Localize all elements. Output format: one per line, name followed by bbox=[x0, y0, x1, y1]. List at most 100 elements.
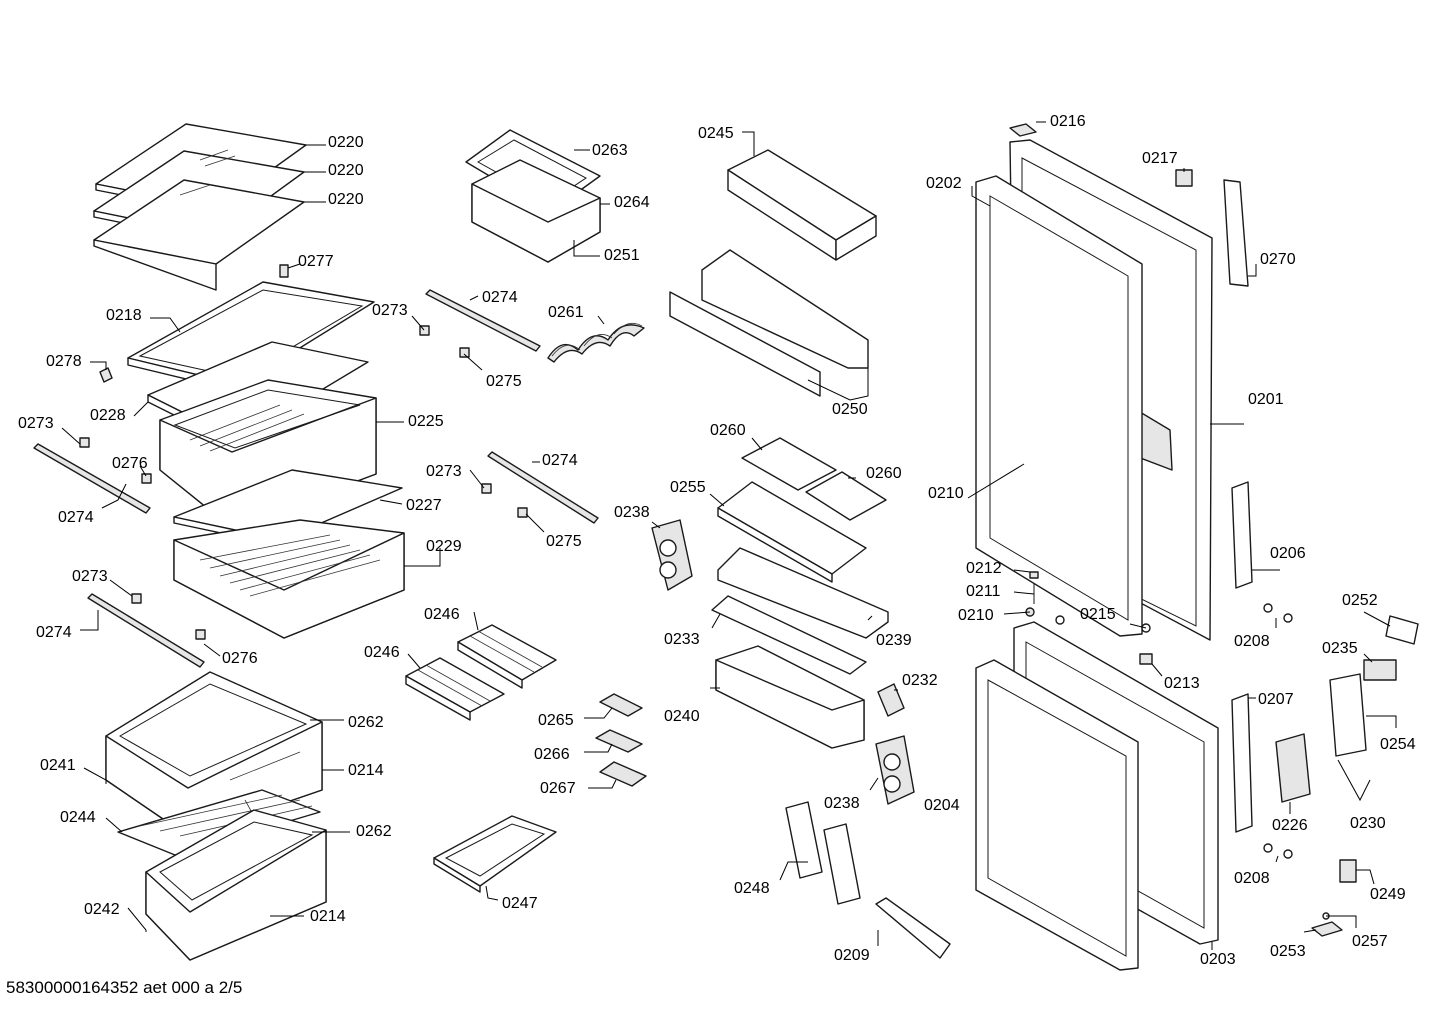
tray-0247 bbox=[433, 815, 557, 893]
rails-left bbox=[33, 437, 206, 668]
gasket-lower-0204 bbox=[975, 659, 1139, 971]
label-0240: 0240 bbox=[664, 708, 700, 725]
label-0228: 0228 bbox=[90, 407, 126, 424]
label-0211: 0211 bbox=[966, 583, 1001, 600]
label-0273: 0273 bbox=[372, 302, 408, 319]
label-0227: 0227 bbox=[406, 497, 442, 514]
leader-lines bbox=[61, 121, 1397, 950]
label-0262: 0262 bbox=[348, 714, 384, 731]
wire-basket-0244 bbox=[117, 789, 321, 856]
label-0275: 0275 bbox=[486, 373, 522, 390]
label-0257: 0257 bbox=[1352, 933, 1388, 950]
label-0263: 0263 bbox=[592, 142, 628, 159]
freezer-drawer-0214-bottom bbox=[145, 809, 327, 961]
label-0210: 0210 bbox=[958, 607, 994, 624]
label-0274: 0274 bbox=[58, 509, 94, 526]
label-0254: 0254 bbox=[1380, 736, 1416, 753]
small-trays-0265-0267 bbox=[595, 693, 647, 787]
egg-holder-0261 bbox=[547, 322, 645, 363]
label-0201: 0201 bbox=[1248, 391, 1284, 408]
cover-0239 bbox=[717, 547, 889, 639]
label-0262: 0262 bbox=[356, 823, 392, 840]
label-0260: 0260 bbox=[866, 465, 902, 482]
label-0252: 0252 bbox=[1342, 592, 1378, 609]
label-0242: 0242 bbox=[84, 901, 120, 918]
hinge-covers-0238 bbox=[651, 519, 915, 805]
label-0213: 0213 bbox=[1164, 675, 1200, 692]
label-0273: 0273 bbox=[18, 415, 54, 432]
label-0253: 0253 bbox=[1270, 943, 1306, 960]
label-0246: 0246 bbox=[364, 644, 400, 661]
door-shelf-0250 bbox=[669, 249, 869, 397]
label-0220: 0220 bbox=[328, 134, 364, 151]
label-0274: 0274 bbox=[482, 289, 518, 306]
label-0241: 0241 bbox=[40, 757, 76, 774]
document-reference: 58300000164352 aet 000 a 2/5 bbox=[6, 978, 243, 997]
label-0265: 0265 bbox=[538, 712, 574, 729]
label-0208: 0208 bbox=[1234, 633, 1270, 650]
label-0267: 0267 bbox=[540, 780, 576, 797]
label-0226: 0226 bbox=[1272, 817, 1308, 834]
door-shelf-0255 bbox=[717, 481, 867, 583]
label-0217: 0217 bbox=[1142, 150, 1178, 167]
label-0249: 0249 bbox=[1370, 886, 1406, 903]
label-0207: 0207 bbox=[1258, 691, 1294, 708]
label-0255: 0255 bbox=[670, 479, 706, 496]
rails-middle bbox=[419, 289, 599, 524]
label-0233: 0233 bbox=[664, 631, 700, 648]
handles-0206-0207 bbox=[1231, 481, 1253, 833]
frame-0233 bbox=[711, 595, 867, 675]
glass-shelves-0220 bbox=[93, 123, 307, 291]
clip-0278 bbox=[99, 367, 113, 383]
part-0232 bbox=[877, 683, 905, 717]
label-0246: 0246 bbox=[424, 606, 460, 623]
label-0275: 0275 bbox=[546, 533, 582, 550]
bin-0240 bbox=[715, 645, 865, 749]
part-labels: 0220 0220 0220 0277 0218 0278 0228 0225 … bbox=[18, 113, 1416, 968]
label-0270: 0270 bbox=[1260, 251, 1296, 268]
label-0250: 0250 bbox=[832, 401, 868, 418]
label-0276: 0276 bbox=[222, 650, 258, 667]
label-0264: 0264 bbox=[614, 194, 650, 211]
box-0264 bbox=[471, 159, 601, 263]
label-0208: 0208 bbox=[1234, 870, 1270, 887]
label-0244: 0244 bbox=[60, 809, 96, 826]
label-0251: 0251 bbox=[604, 247, 640, 264]
clip-0277 bbox=[279, 264, 289, 278]
label-0248: 0248 bbox=[734, 880, 770, 897]
label-0220: 0220 bbox=[328, 191, 364, 208]
label-0245: 0245 bbox=[698, 125, 734, 142]
label-0216: 0216 bbox=[1050, 113, 1086, 130]
label-0214: 0214 bbox=[310, 908, 346, 925]
label-0277: 0277 bbox=[298, 253, 334, 270]
egg-trays-0260 bbox=[741, 437, 887, 521]
drawer-0229 bbox=[173, 519, 405, 639]
door-shelf-0245 bbox=[727, 149, 877, 261]
label-0215: 0215 bbox=[1080, 606, 1116, 623]
label-0239: 0239 bbox=[876, 632, 912, 649]
label-0274: 0274 bbox=[36, 624, 72, 641]
label-0235: 0235 bbox=[1322, 640, 1358, 657]
label-0266: 0266 bbox=[534, 746, 570, 763]
label-0203: 0203 bbox=[1200, 951, 1236, 968]
ice-trays-0246 bbox=[405, 624, 557, 721]
label-0204: 0204 bbox=[924, 797, 960, 814]
label-0261: 0261 bbox=[548, 304, 584, 321]
strip-0209 bbox=[875, 897, 951, 959]
label-0273: 0273 bbox=[72, 568, 108, 585]
label-0274: 0274 bbox=[542, 452, 578, 469]
label-0206: 0206 bbox=[1270, 545, 1306, 562]
label-0276: 0276 bbox=[112, 455, 148, 472]
label-0229: 0229 bbox=[426, 538, 462, 555]
label-0220: 0220 bbox=[328, 162, 364, 179]
label-0238: 0238 bbox=[824, 795, 860, 812]
cold-packs-0248 bbox=[785, 801, 861, 905]
label-0232: 0232 bbox=[902, 672, 938, 689]
label-0230: 0230 bbox=[1350, 815, 1386, 832]
label-0209: 0209 bbox=[834, 947, 870, 964]
label-0260: 0260 bbox=[710, 422, 746, 439]
label-0210: 0210 bbox=[928, 485, 964, 502]
label-0247: 0247 bbox=[502, 895, 538, 912]
label-0212: 0212 bbox=[966, 560, 1002, 577]
label-0225: 0225 bbox=[408, 413, 444, 430]
